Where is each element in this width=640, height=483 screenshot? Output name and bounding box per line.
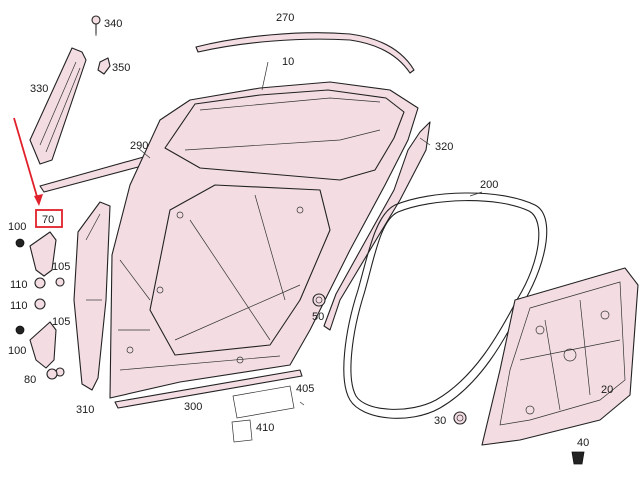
part-110-lower-bush [34,298,46,310]
label-100-lower: 100 [8,345,26,357]
part-40-bolt [571,451,585,465]
part-100-upper-hinge [15,231,57,277]
part-270-window-seal-strip [195,32,415,74]
label-340: 340 [104,18,122,30]
highlight-arrow [13,117,43,206]
part-320-rear-edge-seal [323,121,431,331]
part-410-sticker [231,419,253,443]
label-330: 330 [30,83,48,95]
part-20-window-regulator [481,267,639,446]
part-10-door-shell [109,81,419,399]
label-200: 200 [480,179,498,191]
label-410: 410 [256,422,274,434]
part-105-upper-bolt [55,277,65,287]
label-20: 20 [601,384,613,396]
label-110-upper: 110 [10,279,28,291]
label-50: 50 [312,311,324,323]
label-80: 80 [24,374,36,386]
part-330-pillar-trim [29,47,87,165]
part-110-upper-bush [34,277,46,289]
label-100-upper: 100 [8,221,26,233]
label-310: 310 [76,404,94,416]
label-105-lower: 105 [52,316,70,328]
label-270: 270 [276,12,294,24]
part-200-door-seal [343,192,548,419]
label-320: 320 [435,141,453,153]
part-300-lower-sill-strip [114,369,303,409]
label-70: 70 [42,214,54,226]
label-105-upper: 105 [52,261,70,273]
label-290: 290 [130,140,148,152]
part-50-grommet [312,293,326,307]
label-110-lower: 110 [10,300,28,312]
label-30: 30 [434,415,446,427]
part-100-lower-hinge [15,321,57,369]
label-10: 10 [282,56,294,68]
label-350: 350 [112,62,130,74]
part-30-plug [453,411,467,425]
leader-lines [95,28,483,406]
part-310-rear-trim [73,201,111,391]
part-350-clip [97,57,111,75]
highlight-box-70 [35,209,63,228]
part-80-check-strap [46,368,58,380]
label-405: 405 [296,383,314,395]
part-405-sticker [232,385,295,419]
label-40: 40 [577,437,589,449]
label-300: 300 [184,401,202,413]
